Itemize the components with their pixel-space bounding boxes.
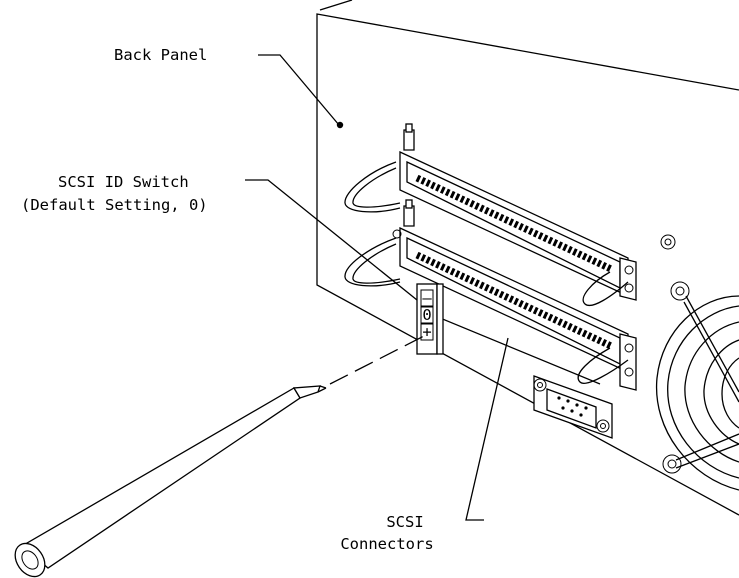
scsi-id-switch-label-line1: SCSI ID Switch — [58, 173, 189, 191]
fan-grille — [655, 234, 739, 491]
scsi-connector-upper — [344, 123, 637, 307]
scsi-id-switch: – 0 + — [416, 283, 444, 355]
switch-minus-label: – — [422, 289, 432, 307]
serial-port — [533, 375, 613, 439]
scsi-connectors-label-line1: SCSI — [386, 513, 423, 531]
back-panel — [316, 0, 739, 516]
scsi-id-switch-label-line2: (Default Setting, 0) — [21, 196, 208, 214]
leader-lines — [245, 54, 509, 521]
scsi-connector-lower — [344, 199, 637, 391]
switch-plus-label: + — [422, 323, 431, 341]
back-panel-label: Back Panel — [114, 46, 207, 64]
scsi-connectors-label-line2: Connectors — [340, 535, 433, 553]
switch-value-label: 0 — [422, 306, 431, 324]
stylus-pen — [14, 335, 425, 578]
